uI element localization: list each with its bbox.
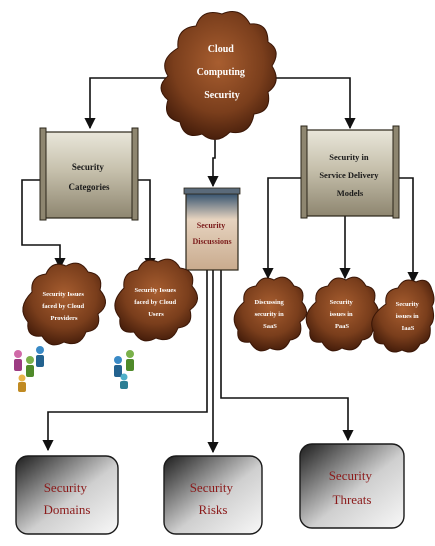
connector-root-to-right [270, 77, 356, 130]
center-category-line-2: Discussions [192, 237, 231, 246]
right-cloud-1-line-2: security in [255, 311, 284, 318]
bottom-box-threats-line-2: Threats [333, 492, 372, 507]
connector-left-to-cloud2 [133, 179, 156, 270]
connector-root-to-center [207, 140, 219, 188]
svg-text:Security Categories: Security Categories [69, 162, 110, 192]
svg-text:Security Issues faced by: Security Issues faced by Cloud Users [134, 287, 178, 318]
left-cloud-2-line-2: faced by Cloud [134, 299, 176, 306]
svg-text:Cloud Computing Se: Cloud Computing Security [197, 44, 248, 101]
right-cloud-3-line-3: IaaS [402, 325, 415, 332]
bottom-box-domains-line-2: Domains [44, 502, 91, 517]
connector-root-to-left [84, 77, 180, 130]
right-cloud-1: Discussing security in SaaS [233, 276, 307, 352]
bottom-box-domains: Security Domains [15, 455, 119, 535]
bottom-box-risks: Security Risks [163, 455, 263, 535]
svg-text:Security Threats: Security Threats [329, 468, 376, 507]
center-category-line-1: Security [197, 221, 225, 230]
svg-text:Security Discussions: Security Discussions [192, 221, 231, 246]
center-discussions-box: Security Discussions [183, 187, 241, 271]
left-category-box: Security Categories [39, 127, 139, 221]
right-cloud-2-line-3: PaaS [335, 323, 349, 330]
right-category-box: Security in Service Delivery Models [300, 125, 400, 219]
svg-text:Security Risks: Security Risks [190, 480, 237, 517]
left-cloud-2-line-3: Users [148, 311, 164, 318]
svg-text:Discussing security in: Discussing security in SaaS [255, 299, 286, 330]
people-icon [114, 350, 134, 389]
connector-center-to-threats [220, 270, 354, 442]
left-cloud-2-line-1: Security Issues [135, 287, 177, 294]
left-cloud-1: Security Issues faced by Cloud Providers [22, 262, 106, 346]
bottom-box-domains-line-1: Security [44, 480, 88, 495]
bottom-box-threats: Security Threats [299, 443, 405, 529]
bottom-box-risks-line-2: Risks [199, 502, 228, 517]
connector-right-to-cloud1 [262, 177, 306, 280]
root-line-2: Computing [197, 67, 245, 78]
left-cloud-1-line-2: faced by Cloud [42, 303, 84, 310]
connectors [21, 77, 419, 454]
right-cloud-2: Security issues in PaaS [305, 276, 379, 352]
left-category-line-2: Categories [69, 182, 110, 192]
connector-left-to-cloud1 [21, 179, 66, 270]
left-cloud-1-line-3: Providers [51, 315, 78, 322]
root-line-3: Security [204, 90, 240, 101]
connector-right-to-cloud3 [395, 177, 419, 284]
svg-text:Security in Service Deli: Security in Service Delivery Models [319, 152, 380, 198]
right-category-line-3: Models [337, 188, 364, 198]
left-cloud-1-line-1: Security Issues [43, 291, 85, 298]
people-icon [14, 346, 44, 392]
bottom-box-risks-line-1: Security [190, 480, 234, 495]
right-cloud-3: Security issues in IaaS [371, 279, 435, 353]
left-category-line-1: Security [72, 162, 104, 172]
svg-text:Security Issues faced by: Security Issues faced by Cloud Providers [42, 291, 86, 322]
root-line-1: Cloud [208, 44, 235, 55]
svg-text:Security issues in: Security issues in IaaS [396, 301, 421, 332]
right-category-line-1: Security in [329, 152, 369, 162]
right-cloud-2-line-2: issues in [330, 311, 353, 318]
svg-text:Security Domains: Security Domains [44, 480, 91, 517]
root-cloud-shape [160, 11, 277, 140]
root-cloud: Cloud Computing Security [160, 11, 277, 140]
right-category-line-2: Service Delivery [319, 170, 379, 180]
right-cloud-2-line-1: Security [330, 299, 354, 306]
right-cloud-3-line-1: Security [396, 301, 420, 308]
connector-center-to-domains [42, 270, 208, 452]
svg-text:Security issues in: Security issues in PaaS [330, 299, 355, 330]
right-cloud-3-line-2: issues in [396, 313, 419, 320]
right-cloud-1-line-3: SaaS [263, 323, 277, 330]
bottom-box-threats-line-1: Security [329, 468, 373, 483]
left-cloud-2: Security Issues faced by Cloud Users [114, 258, 198, 342]
right-cloud-1-line-1: Discussing [255, 299, 285, 306]
